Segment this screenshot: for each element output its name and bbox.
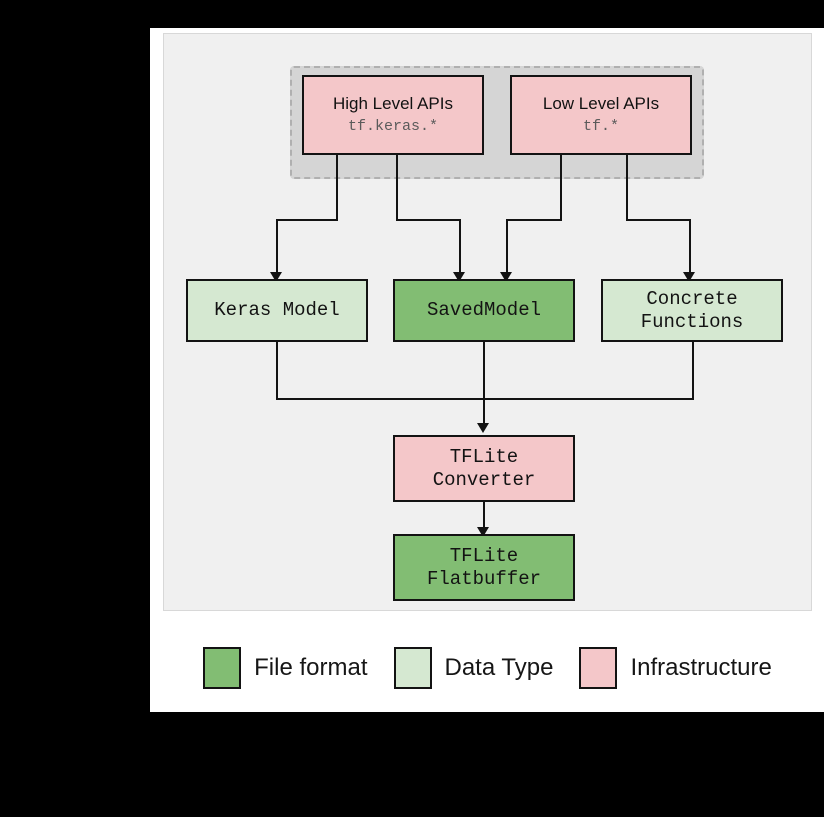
edge-hla-saved-h <box>396 219 461 221</box>
arrowhead-tflite-converter <box>477 423 489 433</box>
node-tflite-flatbuffer-line2: Flatbuffer <box>426 567 542 590</box>
legend-label-file-format: File format <box>254 654 368 681</box>
legend-swatch-file-format <box>203 647 242 689</box>
legend: File format Data Type Infrastructure <box>163 628 812 708</box>
arrowhead-saved-model-a <box>453 272 465 282</box>
legend-label-infrastructure: Infrastructure <box>630 654 772 681</box>
edge-keras-bus-v <box>276 342 278 398</box>
diagram-panel: High Level APIs tf.keras.* Low Level API… <box>163 33 812 611</box>
edge-hla-keras-v1 <box>336 155 338 219</box>
edge-merge-bus-h <box>276 398 694 400</box>
node-saved-model-title: SavedModel <box>426 299 542 322</box>
edge-hla-saved-v2 <box>459 219 461 274</box>
node-high-level-apis[interactable]: High Level APIs tf.keras.* <box>302 75 484 155</box>
edge-lla-saved-v1 <box>560 155 562 219</box>
edge-hla-keras-h <box>276 219 338 221</box>
legend-swatch-data-type <box>393 647 432 689</box>
node-keras-model[interactable]: Keras Model <box>186 279 368 342</box>
edge-lla-concrete-h <box>626 219 691 221</box>
edge-saved-converter-v <box>483 342 485 425</box>
node-high-level-apis-subtitle: tf.keras.* <box>347 118 438 136</box>
edge-lla-saved-h <box>506 219 562 221</box>
node-tflite-converter[interactable]: TFLite Converter <box>393 435 575 502</box>
node-concrete-functions[interactable]: Concrete Functions <box>601 279 783 342</box>
legend-item-infrastructure[interactable]: Infrastructure <box>579 647 772 689</box>
page-sheet: High Level APIs tf.keras.* Low Level API… <box>150 28 824 712</box>
node-low-level-apis-title: Low Level APIs <box>542 94 660 114</box>
node-high-level-apis-title: High Level APIs <box>332 94 453 114</box>
edge-hla-saved-v1 <box>396 155 398 219</box>
legend-item-file-format[interactable]: File format <box>203 647 368 689</box>
node-tflite-converter-line1: TFLite <box>449 446 519 469</box>
edge-lla-concrete-v2 <box>689 219 691 274</box>
node-saved-model[interactable]: SavedModel <box>393 279 575 342</box>
node-concrete-functions-title-line1: Concrete <box>646 288 738 311</box>
legend-swatch-infrastructure <box>579 647 618 689</box>
legend-label-data-type: Data Type <box>444 654 554 681</box>
arrowhead-keras-model <box>270 272 282 282</box>
edge-hla-keras-v2 <box>276 219 278 274</box>
node-concrete-functions-title-line2: Functions <box>640 310 744 333</box>
node-tflite-converter-line2: Converter <box>432 468 536 491</box>
node-low-level-apis[interactable]: Low Level APIs tf.* <box>510 75 692 155</box>
edge-lla-saved-v2 <box>506 219 508 274</box>
arrowhead-tflite-flatbuffer <box>477 527 489 537</box>
edge-lla-concrete-v1 <box>626 155 628 219</box>
arrowhead-concrete-functions <box>683 272 695 282</box>
edge-converter-flatbuffer-v <box>483 502 485 529</box>
arrowhead-saved-model-b <box>500 272 512 282</box>
node-low-level-apis-subtitle: tf.* <box>582 118 619 136</box>
legend-item-data-type[interactable]: Data Type <box>393 647 554 689</box>
edge-concrete-bus-v <box>692 342 694 398</box>
node-tflite-flatbuffer[interactable]: TFLite Flatbuffer <box>393 534 575 601</box>
node-keras-model-title: Keras Model <box>214 299 340 322</box>
node-tflite-flatbuffer-line1: TFLite <box>449 545 519 568</box>
